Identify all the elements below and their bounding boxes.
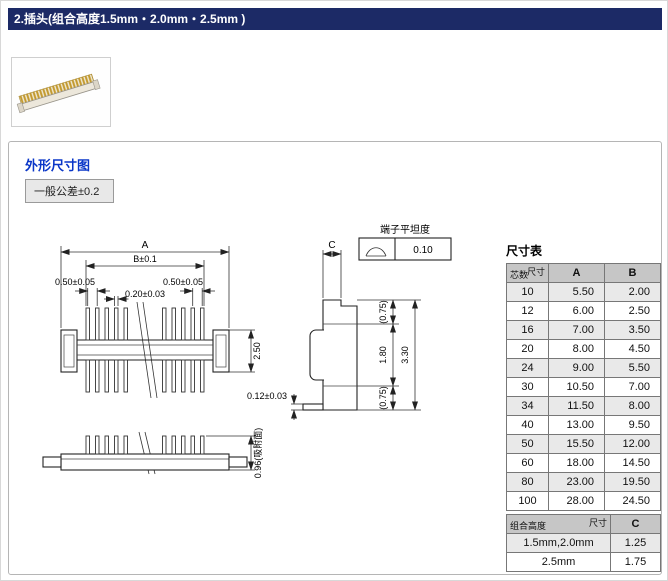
- dim-a-cell: 7.00: [548, 320, 605, 340]
- dim-b-cell: 9.50: [604, 415, 661, 435]
- dim-b-cell: 8.00: [604, 396, 661, 416]
- dim-a-cell: 28.00: [548, 491, 605, 511]
- dim-a-cell: 18.00: [548, 453, 605, 473]
- dim-label-pitch-right: 0.50±0.05: [163, 277, 203, 287]
- flatness-symbol-icon: [365, 247, 387, 257]
- dim-label-pin-width: 0.20±0.03: [125, 289, 165, 299]
- product-photo: [11, 57, 111, 127]
- dim-label-bottom-clearance: (0.75): [378, 386, 388, 410]
- corner-label-stack-height: 组合高度: [510, 521, 547, 531]
- size-table-title: 尺寸表: [506, 244, 543, 258]
- size-table-corner-cell: 尺寸 芯数: [506, 263, 549, 283]
- dim-c-cell: 1.75: [610, 552, 661, 572]
- dim-label-top-clearance: (0.75): [378, 300, 388, 324]
- pin-count-cell: 24: [506, 358, 549, 378]
- flatness-value: 0.10: [413, 245, 433, 256]
- dim-b-cell: 12.00: [604, 434, 661, 454]
- stack-height-cell: 2.5mm: [506, 552, 611, 572]
- flatness-title: 端子平坦度: [380, 223, 430, 236]
- dimension-drawing: A B±0.1 0.50±0.05 0.50±0.05: [42, 223, 452, 479]
- drawing-section-title: 外形尺寸图: [25, 158, 91, 173]
- dim-b-cell: 19.50: [604, 472, 661, 492]
- dim-b-cell: 5.50: [604, 358, 661, 378]
- dim-b-cell: 4.50: [604, 339, 661, 359]
- dim-c-cell: 1.25: [610, 533, 661, 553]
- dim-label-pitch-left: 0.50±0.05: [55, 277, 95, 287]
- connector-photo-illustration: [16, 73, 101, 114]
- pin-count-cell: 20: [506, 339, 549, 359]
- pin-count-cell: 60: [506, 453, 549, 473]
- dim-label-mid-height: 1.80: [378, 346, 388, 364]
- pin-count-cell: 50: [506, 434, 549, 454]
- dim-label-c: C: [328, 240, 335, 251]
- corner-label-pin-count: 芯数: [510, 270, 529, 280]
- column-header-b: B: [604, 263, 661, 283]
- corner-label-dimension: 尺寸: [526, 267, 545, 277]
- pin-count-cell: 100: [506, 491, 549, 511]
- flatness-callout: 端子平坦度 0.10: [358, 223, 452, 261]
- general-tolerance-note: 一般公差±0.2: [25, 179, 115, 203]
- dim-a-cell: 13.00: [548, 415, 605, 435]
- height-table-corner-cell: 尺寸 组合高度: [506, 514, 611, 534]
- column-header-c: C: [610, 514, 661, 534]
- section-header-title: 2.插头(组合高度1.5mm・2.0mm・2.5mm ): [14, 12, 246, 26]
- dim-label-b: B±0.1: [133, 254, 156, 264]
- dim-b-cell: 24.50: [604, 491, 661, 511]
- dim-label-suction-face: 0.96(吸附面): [252, 428, 263, 479]
- pin-count-cell: 80: [506, 472, 549, 492]
- dim-a-cell: 23.00: [548, 472, 605, 492]
- dim-a-cell: 9.00: [548, 358, 605, 378]
- dim-a-cell: 10.50: [548, 377, 605, 397]
- pin-count-cell: 10: [506, 282, 549, 302]
- stack-height-cell: 1.5mm,2.0mm: [506, 533, 611, 553]
- dim-b-cell: 3.50: [604, 320, 661, 340]
- dim-label-a: A: [142, 240, 149, 251]
- dim-label-foot-thickness: 0.12±0.03: [247, 391, 287, 401]
- pin-count-cell: 16: [506, 320, 549, 340]
- bottom-view-drawing: 0.96(吸附面): [42, 428, 263, 479]
- dim-b-cell: 2.00: [604, 282, 661, 302]
- pin-count-cell: 12: [506, 301, 549, 321]
- dim-a-cell: 15.50: [548, 434, 605, 454]
- front-view-drawing: A B±0.1 0.50±0.05 0.50±0.05: [55, 240, 262, 399]
- height-table-header-row: 尺寸 组合高度 C: [506, 514, 661, 534]
- pin-count-cell: 30: [506, 377, 549, 397]
- dim-a-cell: 8.00: [548, 339, 605, 359]
- dim-a-cell: 11.50: [548, 396, 605, 416]
- dim-a-cell: 5.50: [548, 282, 605, 302]
- outline-dimension-section: 外形尺寸图 一般公差±0.2 A B±0.1: [8, 141, 662, 575]
- dim-b-cell: 7.00: [604, 377, 661, 397]
- dim-label-body-height: 2.50: [252, 342, 262, 360]
- dim-b-cell: 2.50: [604, 301, 661, 321]
- pin-count-cell: 40: [506, 415, 549, 435]
- dim-a-cell: 6.00: [548, 301, 605, 321]
- dim-label-overall-height: 3.30: [400, 346, 410, 364]
- size-table-header-row: 尺寸 芯数 A B: [506, 263, 661, 283]
- pin-count-cell: 34: [506, 396, 549, 416]
- column-header-a: A: [548, 263, 605, 283]
- section-header-bar: 2.插头(组合高度1.5mm・2.0mm・2.5mm ): [8, 8, 662, 30]
- side-view-drawing: C 0.12±0.03: [247, 240, 421, 420]
- corner-label-dimension: 尺寸: [588, 518, 607, 528]
- dim-b-cell: 14.50: [604, 453, 661, 473]
